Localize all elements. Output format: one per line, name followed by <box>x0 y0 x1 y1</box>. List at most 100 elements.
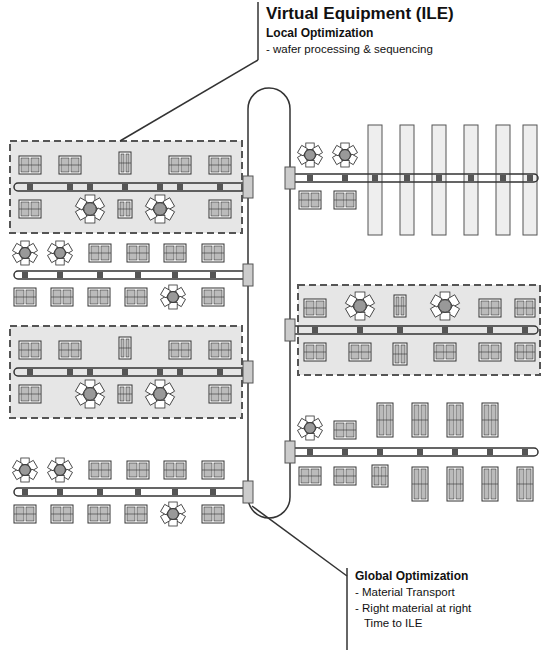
process-tool <box>89 244 111 262</box>
cluster-tool <box>145 380 174 408</box>
tool-divider <box>19 165 41 166</box>
process-tool <box>88 288 110 306</box>
process-tool <box>119 337 131 359</box>
stocker <box>243 481 253 503</box>
process-tool <box>51 505 73 523</box>
load-port <box>468 175 474 181</box>
tool-divider <box>209 209 231 210</box>
cluster-hub <box>305 150 316 161</box>
load-port <box>122 369 128 375</box>
callout-note: - wafer processing & sequencing <box>266 42 433 57</box>
tool-body <box>164 244 186 262</box>
tool-body <box>479 299 501 317</box>
tool-divider <box>59 165 81 166</box>
ile-region <box>10 141 242 233</box>
load-port <box>377 449 383 455</box>
tool-divider <box>119 163 131 164</box>
tool-body <box>89 461 111 479</box>
tool-body <box>304 299 326 317</box>
load-port <box>57 272 63 278</box>
furnace-tool <box>496 125 510 235</box>
tool-divider <box>127 470 149 471</box>
tool-body <box>334 421 356 439</box>
bay-conveyor <box>290 326 538 334</box>
tool-body <box>19 385 41 403</box>
tool-divider <box>447 420 463 421</box>
load-port <box>436 175 442 181</box>
tool-divider <box>412 484 428 485</box>
tool-body <box>88 288 110 306</box>
tool-divider <box>88 297 110 298</box>
tool-body <box>202 505 224 523</box>
load-port <box>22 489 28 495</box>
tool-body <box>19 341 41 359</box>
tool-divider <box>393 354 407 355</box>
tool-body <box>118 385 132 403</box>
tool-divider <box>169 350 191 351</box>
process-tool <box>125 505 147 523</box>
callout-subheading: Global Optimization <box>355 569 468 585</box>
tool-divider <box>202 514 224 515</box>
tool-body <box>394 295 406 317</box>
tool-body <box>209 341 231 359</box>
load-port <box>157 184 163 190</box>
tool-body <box>14 288 36 306</box>
tool-body <box>19 200 41 218</box>
tool-divider <box>209 165 231 166</box>
tool-body <box>447 403 463 437</box>
process-tool <box>412 467 428 501</box>
tool-divider <box>209 350 231 351</box>
tool-divider <box>299 200 321 201</box>
load-port <box>312 327 318 333</box>
tool-divider <box>482 484 498 485</box>
load-port <box>417 449 423 455</box>
tool-divider <box>304 308 326 309</box>
cluster-tool <box>75 195 104 223</box>
tool-divider <box>517 484 533 485</box>
load-port <box>307 175 313 181</box>
process-tool <box>127 461 149 479</box>
process-tool <box>59 341 81 359</box>
tool-body <box>377 403 393 437</box>
tool-body <box>209 200 231 218</box>
cluster-tool <box>48 458 73 482</box>
cluster-hub <box>84 203 97 216</box>
load-port <box>135 272 141 278</box>
tool-body <box>169 341 191 359</box>
process-tool <box>59 156 81 174</box>
process-tool <box>479 343 501 361</box>
cluster-tool <box>13 241 38 265</box>
process-tool <box>299 467 321 485</box>
load-port <box>217 184 223 190</box>
process-tool <box>447 467 463 501</box>
tool-divider <box>118 394 132 395</box>
tool-divider <box>125 514 147 515</box>
stocker <box>243 264 253 286</box>
tool-body <box>517 467 533 501</box>
process-tool <box>202 461 224 479</box>
load-port <box>97 489 103 495</box>
cluster-hub <box>305 423 316 434</box>
tool-divider <box>169 165 191 166</box>
load-port <box>87 369 93 375</box>
tool-body <box>125 505 147 523</box>
tool-body <box>482 403 498 437</box>
process-tool <box>169 341 191 359</box>
process-tool <box>377 403 393 437</box>
process-tool <box>517 467 533 501</box>
tool-body <box>515 299 535 317</box>
tool-divider <box>202 470 224 471</box>
tool-body <box>334 191 356 209</box>
furnace-tool <box>368 125 382 235</box>
process-tool <box>209 156 231 174</box>
load-port <box>522 327 528 333</box>
load-port <box>22 272 28 278</box>
tool-divider <box>482 420 498 421</box>
cluster-hub <box>55 465 66 476</box>
callout-heading: Virtual Equipment (ILE) <box>266 3 454 25</box>
furnace-tool <box>523 125 537 235</box>
process-tool <box>412 403 428 437</box>
tool-divider <box>119 348 131 349</box>
